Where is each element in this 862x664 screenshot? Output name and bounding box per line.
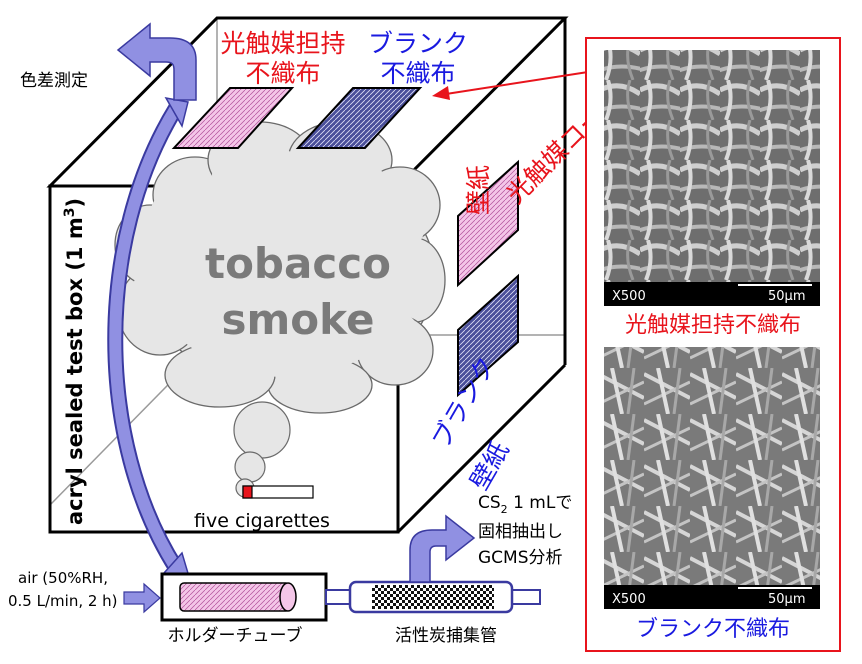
smoke-puffs [233, 401, 291, 498]
smoke-label-line1: tobacco [205, 239, 391, 288]
blank-wallpaper-label-line2: 壁紙 [465, 437, 515, 495]
sem-top-caption: 光触媒担持不織布 [625, 313, 801, 338]
charcoal-tube [348, 580, 514, 614]
air-inlet-label-line1: air (50%RH, [18, 569, 108, 587]
photocatalyst-fabric-sample [171, 87, 295, 149]
sem-image-blank [604, 347, 820, 609]
holder-tube [160, 572, 328, 622]
color-measure-label: 色差測定 [20, 71, 88, 91]
sem-bottom-scale: 50μm [768, 592, 805, 607]
smoke-label-line2: smoke [222, 295, 375, 344]
air-inlet-label-line2: 0.5 L/min, 2 h) [8, 592, 118, 610]
holder-tube-label: ホルダーチューブ [168, 625, 303, 646]
sem-bottom-magnification: X500 [612, 592, 646, 607]
smoke-cloud-fill [130, 145, 425, 377]
tubing [325, 589, 541, 605]
photocatalyst-wallpaper-sample [457, 159, 519, 288]
sem-image-photocatalyst [604, 50, 820, 306]
blank-fabric-label-line1: ブランク [368, 29, 468, 58]
sem-bottom-caption: ブランク不織布 [636, 617, 790, 642]
blank-wallpaper-sample [457, 273, 519, 398]
photocatalyst-wallpaper-label-line2: 壁紙 [464, 165, 493, 215]
photocatalyst-fabric-label-line2: 不織布 [245, 59, 320, 88]
box-side-label: acryl sealed test box (1 m3) [62, 198, 87, 525]
analysis-label-line2: 固相抽出し [478, 522, 563, 542]
analysis-arrow [409, 514, 476, 583]
charcoal-tube-label: 活性炭捕集管 [395, 626, 497, 646]
cigarettes-label: five cigarettes [194, 510, 330, 532]
sem-top-magnification: X500 [612, 289, 646, 304]
cigarette [242, 485, 314, 499]
sem-pointer-arrow [432, 71, 589, 100]
photocatalyst-fabric-label-line1: 光触媒担持 [220, 29, 345, 58]
box-right-edge [396, 363, 567, 534]
sem-top-scale: 50μm [768, 289, 805, 304]
analysis-label-line3: GCMS分析 [478, 548, 563, 568]
blank-fabric-sample [295, 87, 423, 149]
blank-fabric-label-line2: 不織布 [380, 59, 455, 88]
air-inlet-arrow [123, 582, 161, 614]
color-measure-arrow [116, 22, 197, 101]
analysis-label-line1: CS2 1 mLで [478, 493, 572, 516]
